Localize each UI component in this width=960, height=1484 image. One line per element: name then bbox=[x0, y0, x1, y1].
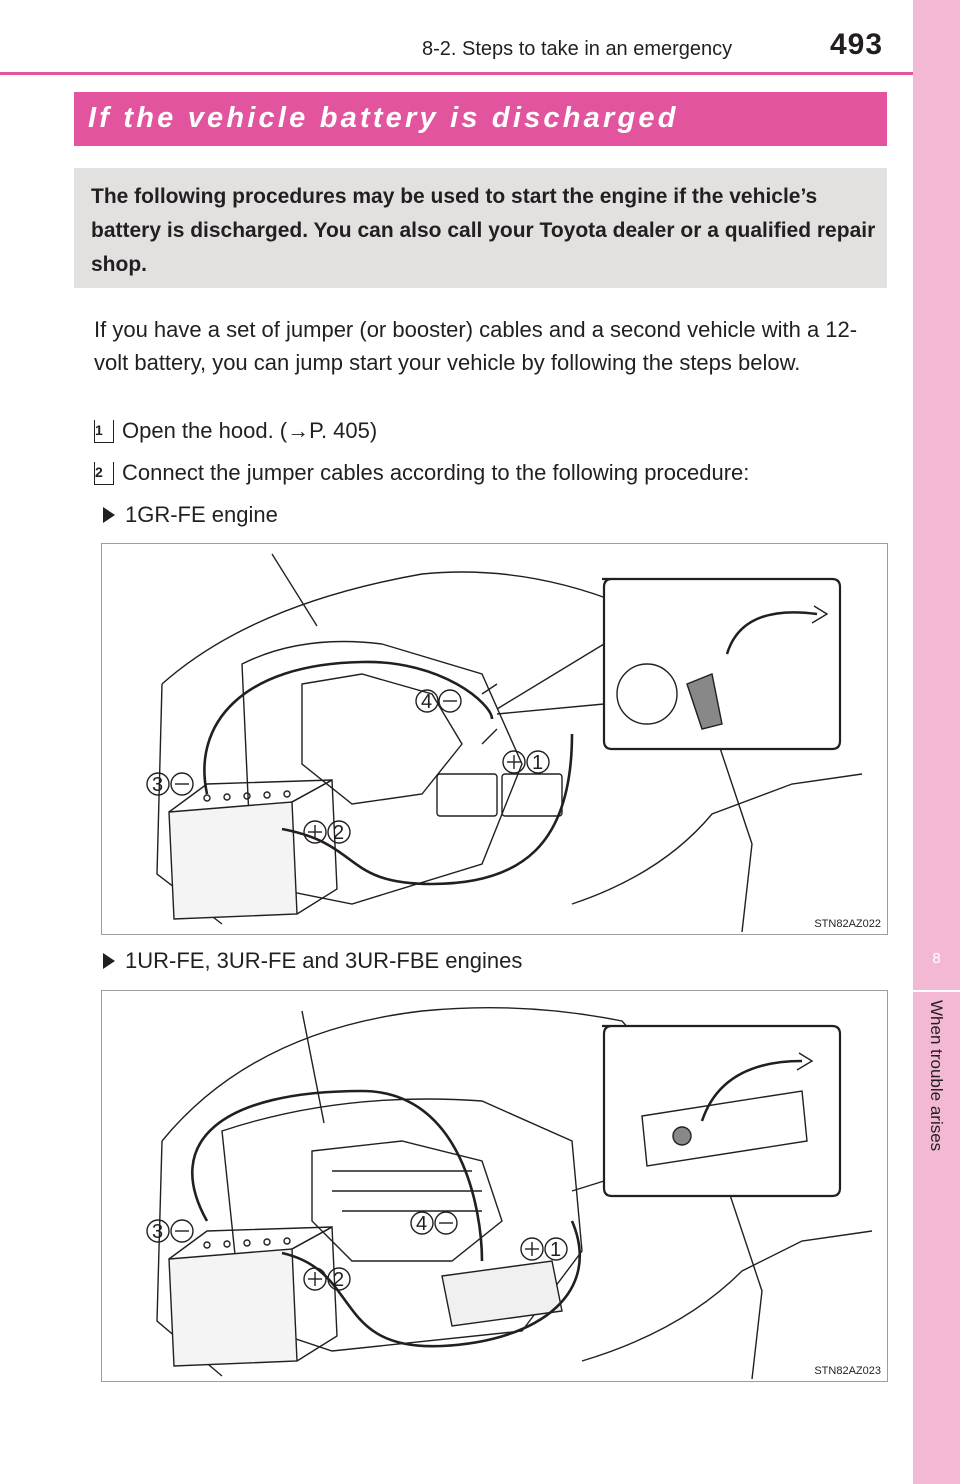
section-heading: 8-2. Steps to take in an emergency bbox=[422, 38, 733, 60]
positive-sign-icon bbox=[303, 1267, 327, 1291]
positive-sign-icon bbox=[520, 1237, 544, 1261]
body-paragraph: If you have a set of jumper (or booster)… bbox=[94, 317, 858, 375]
callout-2 bbox=[327, 1267, 351, 1291]
figure-2-label-text: 1UR-FE, 3UR-FE and 3UR-FBE engines bbox=[125, 948, 523, 973]
step-text: Connect the jumper cables according to t… bbox=[122, 460, 750, 485]
callout-2 bbox=[327, 820, 351, 844]
page-number: 493 bbox=[830, 28, 884, 61]
side-tab-divider bbox=[913, 990, 960, 992]
intro-text: The following procedures may be used to … bbox=[91, 185, 876, 276]
figure-1-label: 1GR-FE engine bbox=[103, 502, 278, 528]
figure-1-label-text: 1GR-FE engine bbox=[125, 502, 278, 527]
chapter-title: When trouble arises bbox=[927, 1000, 946, 1152]
step-number: 2 bbox=[94, 462, 114, 485]
title-band: If the vehicle battery is discharged bbox=[74, 92, 887, 146]
step-number: 1 bbox=[94, 420, 114, 443]
intro-box: The following procedures may be used to … bbox=[74, 168, 887, 288]
callout-4 bbox=[415, 689, 439, 713]
figure-2-label: 1UR-FE, 3UR-FE and 3UR-FBE engines bbox=[103, 948, 522, 974]
callout-3-text: 3 bbox=[152, 1221, 163, 1243]
callout-3 bbox=[146, 1219, 170, 1243]
callout-4-text: 4 bbox=[421, 691, 432, 713]
engine-bay-illustration-2: 4 1 3 2 bbox=[146, 1006, 873, 1380]
engine-bay-illustration-1: 4 1 3 2 bbox=[146, 553, 863, 933]
callout-4 bbox=[410, 1211, 434, 1235]
positive-sign-icon bbox=[502, 750, 526, 774]
page-title: If the vehicle battery is discharged bbox=[88, 102, 679, 134]
callout-1 bbox=[526, 750, 550, 774]
triangle-bullet-icon bbox=[103, 953, 115, 969]
callout-1-text: 1 bbox=[550, 1239, 561, 1261]
positive-sign-icon bbox=[303, 820, 327, 844]
chapter-side-tab bbox=[913, 0, 960, 1484]
callout-4-text: 4 bbox=[416, 1213, 427, 1235]
figure-1gr-fe: 4 1 3 2 STN82AZ022 bbox=[101, 543, 888, 935]
negative-sign-icon bbox=[434, 1211, 458, 1235]
callout-1 bbox=[544, 1237, 568, 1261]
negative-sign-icon bbox=[170, 1219, 194, 1243]
chapter-number: 8 bbox=[932, 950, 941, 967]
figure-1ur-fe: 4 1 3 2 STN82AZ023 bbox=[101, 990, 888, 1382]
callout-1-text: 1 bbox=[532, 752, 543, 774]
step-text: Open the hood. (→P. 405) bbox=[122, 418, 378, 443]
figure-code: STN82AZ023 bbox=[814, 1365, 881, 1377]
header-rule bbox=[0, 72, 913, 75]
callout-3-text: 3 bbox=[152, 774, 163, 796]
callout-3 bbox=[146, 772, 170, 796]
figure-code: STN82AZ022 bbox=[814, 918, 881, 930]
callout-2-text: 2 bbox=[333, 1269, 344, 1291]
callout-2-text: 2 bbox=[333, 822, 344, 844]
negative-sign-icon bbox=[438, 689, 462, 713]
triangle-bullet-icon bbox=[103, 507, 115, 523]
negative-sign-icon bbox=[170, 772, 194, 796]
